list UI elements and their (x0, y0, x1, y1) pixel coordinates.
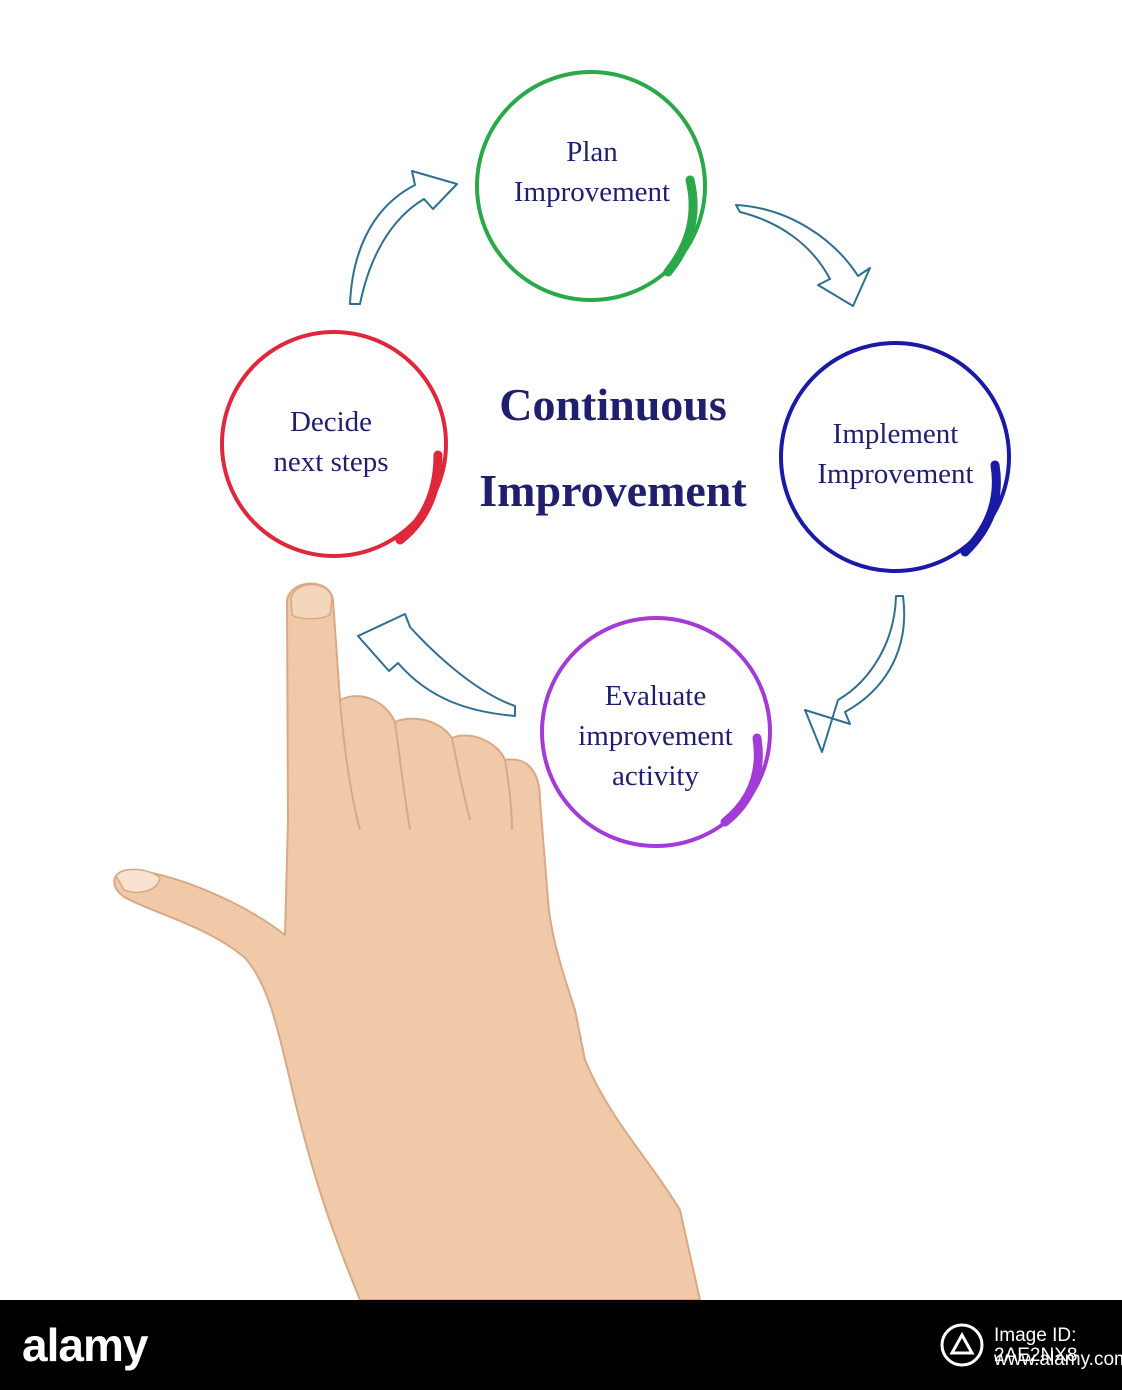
arrow-decide-to-plan (349, 170, 458, 305)
arrow-plan-to-implement (735, 204, 871, 307)
step-circle-plan (475, 70, 707, 302)
arrow-implement-to-evaluate (804, 595, 906, 753)
diagram-canvas: Plan Improvement Implement Improvement E… (113, 70, 1011, 1300)
watermark-footer: alamy Image ID: 2AE2NX8 www.alamy.com (0, 1300, 1122, 1390)
step-circle-implement (779, 341, 1011, 573)
step-label-evaluate: Evaluate improvement activity (578, 680, 733, 792)
arrow-evaluate-to-decide (357, 613, 516, 717)
pointing-hand-image (113, 582, 702, 1300)
image-id-text: Image ID: 2AE2NX8 (994, 1325, 1078, 1366)
step-label-implement: Implement Improvement (817, 418, 974, 490)
step-circle-decide (220, 330, 448, 558)
step-label-decide: Decide next steps (273, 406, 389, 478)
step-circle-evaluate (540, 616, 772, 848)
diagram-title: Continuous Improvement (479, 379, 747, 516)
step-label-plan: Plan Improvement (513, 136, 671, 208)
alamy-logo: alamy (22, 1319, 148, 1371)
site-url-text: www.alamy.com (994, 1349, 1122, 1370)
alamy-logo-icon (940, 1323, 984, 1367)
